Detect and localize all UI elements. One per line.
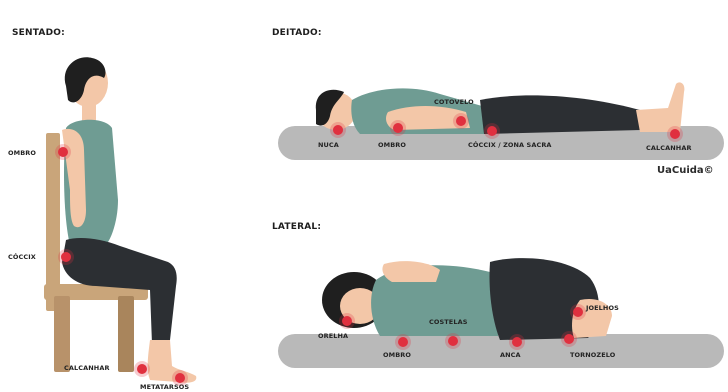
label-lateral-anca: ANCA <box>500 351 521 359</box>
label-lateral-costelas: COSTELAS <box>429 318 468 326</box>
label-lateral-orelha: ORELHA <box>318 332 348 340</box>
label-lateral-joelhos: JOELHOS <box>586 304 619 312</box>
label-lateral-tornozelo: TORNOZELO <box>570 351 615 359</box>
lateral-person-illustration <box>322 258 612 340</box>
label-lateral-ombro: OMBRO <box>383 351 411 359</box>
